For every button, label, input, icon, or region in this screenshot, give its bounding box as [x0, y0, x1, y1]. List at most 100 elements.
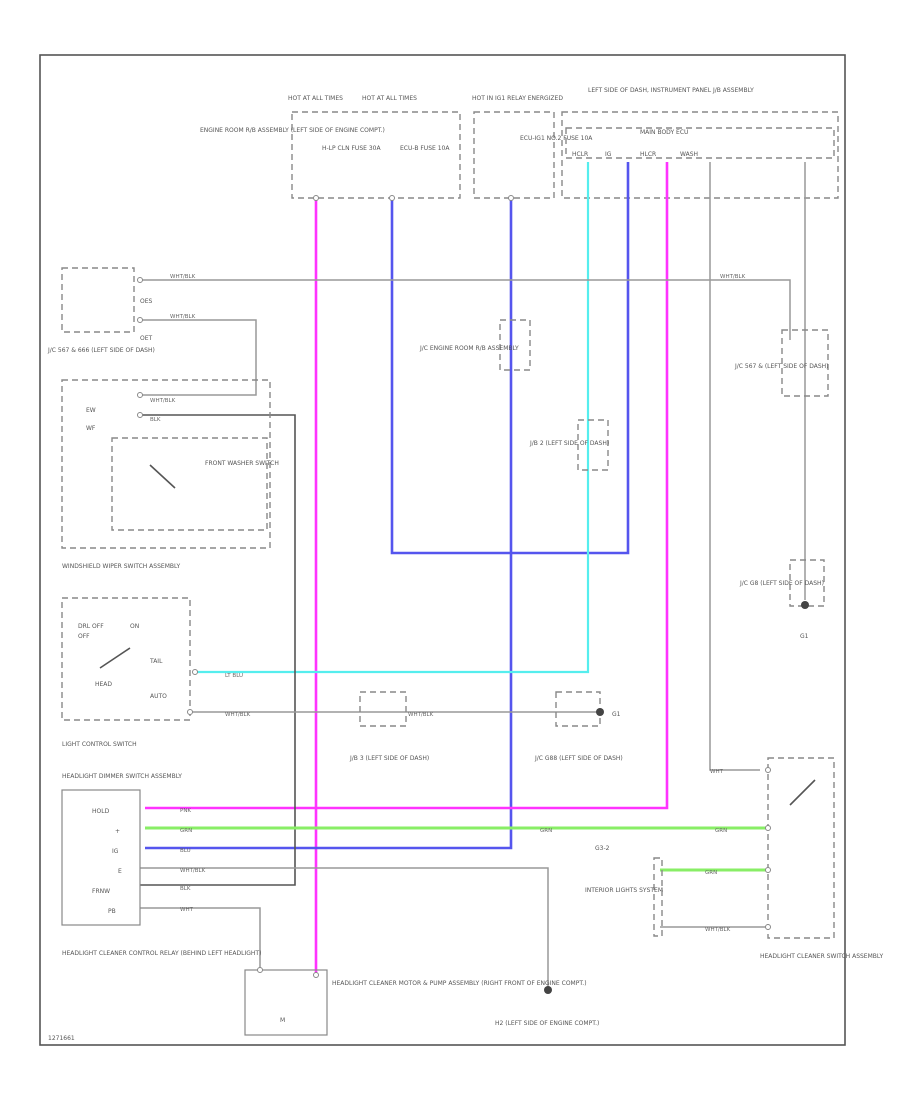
jc-engine-room-label: J/C ENGINE ROOM R/B ASSEMBLY	[419, 345, 519, 352]
pin	[192, 669, 198, 675]
jb2-box	[577, 419, 609, 471]
wire-lbl-lt-blu: LT BLU	[225, 673, 243, 679]
wire-lbl-grn-1: GRN	[180, 828, 192, 834]
jc-engine-room-box	[499, 319, 531, 371]
ecu-terminal-4: WASH	[680, 151, 698, 158]
cleaner-motor-m: M	[280, 1017, 285, 1024]
ground-h2	[544, 986, 552, 994]
engine-room-rb-label: ENGINE ROOM R/B ASSEMBLY (LEFT SIDE OF E…	[200, 127, 385, 134]
jc-oes-label: OES	[140, 298, 153, 305]
dimmer-t-pb: PB	[108, 908, 116, 915]
washer-switch-contact	[149, 464, 176, 489]
wire-lbl-wht-blk-8: WHT/BLK	[705, 927, 731, 933]
windshield-wiper-label: WINDSHIELD WIPER SWITCH ASSEMBLY	[62, 563, 181, 570]
wire-cyan-lt-blu	[195, 162, 590, 674]
cleaner-switch-label: HEADLIGHT CLEANER SWITCH ASSEMBLY	[760, 953, 883, 960]
wire-lbl-blk-1: BLK	[150, 417, 161, 423]
ground-h2-label: H2 (LEFT SIDE OF ENGINE COMPT.)	[495, 1020, 599, 1027]
wire-lbl-pnk: PNK	[180, 808, 191, 814]
front-washer-switch-box	[111, 437, 268, 531]
power-source-left: HOT AT ALL TIMES	[288, 95, 343, 102]
pin	[389, 195, 395, 201]
wire-dark-wf	[140, 414, 296, 886]
jc-g-label: J/C G8 (LEFT SIDE OF DASH)	[739, 580, 824, 587]
pos-auto: AUTO	[150, 693, 167, 700]
dimmer-switch-label: HEADLIGHT DIMMER SWITCH ASSEMBLY	[62, 773, 182, 780]
wire-lbl-wht-blk-1: WHT/BLK	[170, 274, 196, 280]
ground-g1-right-label: G1	[800, 633, 809, 640]
pin	[765, 767, 771, 773]
power-source-mid: HOT AT ALL TIMES	[362, 95, 417, 102]
wire-lbl-wht-blk-2: WHT/BLK	[720, 274, 746, 280]
pos-head: HEAD	[95, 681, 112, 688]
jc-oet-label: OET	[140, 335, 153, 342]
jc-567-666-label: J/C 567 & 666 (LEFT SIDE OF DASH)	[47, 347, 155, 354]
jc-567-b-label: J/C 567 & (LEFT SIDE OF DASH)	[734, 363, 828, 370]
main-body-ecu-label: MAIN BODY ECU	[640, 129, 688, 136]
ecu-terminal-3: HLCR	[640, 151, 656, 158]
pos-drl-off: DRL OFF	[78, 623, 104, 630]
pin	[765, 825, 771, 831]
wire-lbl-wht-blk-7: WHT/BLK	[180, 868, 206, 874]
dimmer-t-frnw: FRNW	[92, 888, 110, 895]
hlp-cln-fuse-label: H-LP CLN FUSE 30A	[322, 145, 381, 152]
cleaner-motor-label: HEADLIGHT CLEANER MOTOR & PUMP ASSEMBLY …	[332, 980, 587, 987]
ecu-b-fuse-label: ECU-B FUSE 10A	[400, 145, 450, 152]
cleaner-switch-box	[767, 757, 835, 939]
wire-lbl-wht-blk-4: WHT/BLK	[150, 398, 176, 404]
wire-lbl-wht-blk-5: WHT/BLK	[225, 712, 251, 718]
pin	[765, 867, 771, 873]
wiper-switch-box	[61, 379, 271, 549]
wire-gray-cleaner-sw	[709, 162, 760, 771]
jc-g88-box	[555, 691, 601, 727]
ecu-ig1-fuse-label: ECU-IG1 NO.2 FUSE 10A	[520, 135, 593, 142]
dimmer-t-ig: IG	[112, 848, 119, 855]
pin	[137, 277, 143, 283]
wire-lbl-grn-4: GRN	[705, 870, 717, 876]
page-id: 1271661	[48, 1035, 75, 1042]
pos-tail: TAIL	[149, 658, 163, 665]
jb2-label: J/B 2 (LEFT SIDE OF DASH)	[529, 440, 609, 447]
wire-lbl-wht-2: WHT	[710, 769, 724, 775]
wire-gray-pb	[140, 907, 261, 970]
wire-lbl-wht-blk-3: WHT/BLK	[170, 314, 196, 320]
pos-on: ON	[130, 623, 139, 630]
dimmer-switch-box	[61, 789, 141, 926]
wire-lbl-blu: BLU	[180, 848, 191, 854]
diagram-frame	[39, 54, 846, 1046]
wire-lbl-grn-3: GRN	[715, 828, 727, 834]
main-body-ecu-box	[565, 127, 835, 159]
dash-jb-label: LEFT SIDE OF DASH, INSTRUMENT PANEL J/B …	[588, 87, 754, 94]
wire-gray-top	[140, 279, 791, 340]
jb3-label: J/B 3 (LEFT SIDE OF DASH)	[349, 755, 429, 762]
cleaner-relay-label: HEADLIGHT CLEANER CONTROL RELAY (BEHIND …	[62, 950, 261, 957]
ecu-terminal-1: HCLR	[572, 151, 588, 158]
interior-lights-label: INTERIOR LIGHTS SYSTEM	[585, 887, 663, 894]
cleaner-switch-contact	[789, 779, 816, 806]
jc-g88-label: J/C G88 (LEFT SIDE OF DASH)	[534, 755, 623, 762]
pin	[137, 317, 143, 323]
ecu-terminal-2: IG	[605, 151, 612, 158]
engine-room-rb-box	[291, 111, 461, 199]
interior-lights-box	[653, 857, 663, 937]
wire-gray-j567	[140, 319, 257, 396]
terminal-ew: EW	[86, 407, 96, 414]
wire-lbl-wht-blk-6: WHT/BLK	[408, 712, 434, 718]
light-control-label: LIGHT CONTROL SWITCH	[62, 741, 137, 748]
wire-pink-hold	[145, 162, 669, 810]
light-control-box	[61, 597, 191, 721]
dimmer-t-hold: HOLD	[92, 808, 110, 815]
pos-off: OFF	[78, 633, 90, 640]
ground-g1-right	[801, 601, 809, 609]
jc-567-b-box	[781, 329, 829, 397]
pin	[137, 412, 143, 418]
pin	[137, 392, 143, 398]
pin	[313, 972, 319, 978]
wire-gray-e	[140, 867, 549, 990]
ground-g1-left	[596, 708, 604, 716]
light-switch-contact	[99, 647, 131, 669]
instrument-panel-jb-box	[561, 111, 839, 199]
pin	[765, 924, 771, 930]
terminal-wf: WF	[86, 425, 96, 432]
